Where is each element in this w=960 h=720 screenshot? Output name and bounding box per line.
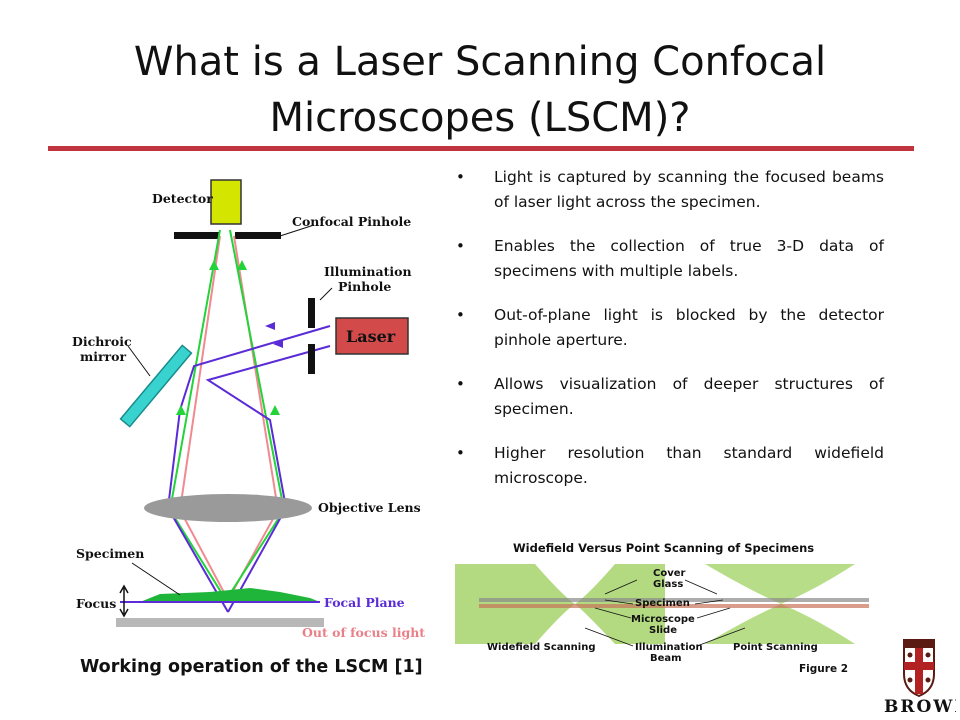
brown-logo: BROWN (884, 639, 956, 716)
wf-specimen: Specimen (635, 598, 690, 609)
label-confocal-pinhole: Confocal Pinhole (292, 214, 411, 229)
laser-box (335, 317, 409, 355)
lscm-diagram: Detector Confocal Pinhole Illumination P… (72, 179, 425, 640)
wf-slide: Slide (649, 625, 677, 636)
title-line-2: Microscopes (LSCM)? (269, 95, 691, 141)
label-out-of-focus: Out of focus light (302, 625, 425, 640)
illumination-pinhole-bottom (308, 344, 315, 374)
bullet-list: •Light is captured by scanning the focus… (452, 165, 884, 510)
specimen-shape (140, 588, 320, 602)
label-mirror: mirror (80, 349, 126, 364)
bullet-item: •Enables the collection of true 3-D data… (456, 237, 884, 280)
label-dichroic: Dichroic (72, 334, 132, 349)
bullet-item: •Higher resolution than standard widefie… (456, 444, 884, 487)
slide-base (116, 618, 324, 627)
wf-beam: Beam (650, 653, 682, 664)
label-laser: Laser (346, 327, 396, 346)
dichroic-mirror (119, 344, 193, 428)
label-objective-lens: Objective Lens (318, 500, 421, 515)
wf-glass: Glass (653, 579, 683, 590)
label-illumination: Illumination (324, 264, 412, 279)
wf-cover: Cover (653, 568, 686, 579)
widefield-figure: Widefield Versus Point Scanning of Speci… (455, 541, 869, 675)
wf-figure-label: Figure 2 (799, 663, 848, 675)
confocal-pinhole-right (235, 232, 281, 239)
label-specimen: Specimen (76, 546, 144, 561)
brown-wordmark: BROWN (884, 697, 956, 716)
confocal-pinhole-left (174, 232, 220, 239)
wf-illumination: Illumination (635, 642, 703, 653)
bullet-item: •Light is captured by scanning the focus… (456, 168, 884, 211)
slide-title: What is a Laser Scanning Confocal Micros… (40, 34, 920, 146)
wf-point-scanning: Point Scanning (733, 642, 818, 653)
diagram-caption: Working operation of the LSCM [1] (80, 657, 423, 677)
title-divider (48, 146, 914, 151)
label-detector: Detector (152, 191, 213, 206)
label-focal-plane: Focal Plane (324, 595, 405, 610)
label-focus: Focus (76, 596, 116, 611)
label-pinhole: Pinhole (338, 279, 391, 294)
wf-title: Widefield Versus Point Scanning of Speci… (513, 541, 814, 555)
wf-microscope: Microscope (631, 614, 695, 625)
wf-widefield-scanning: Widefield Scanning (487, 642, 595, 653)
illumination-pinhole-top (308, 298, 315, 328)
objective-lens (144, 494, 312, 522)
title-line-1: What is a Laser Scanning Confocal (133, 39, 827, 85)
bullet-item: •Out-of-plane light is blocked by the de… (456, 306, 884, 349)
detector-box (210, 179, 242, 225)
bullet-item: •Allows visualization of deeper structur… (456, 375, 884, 418)
